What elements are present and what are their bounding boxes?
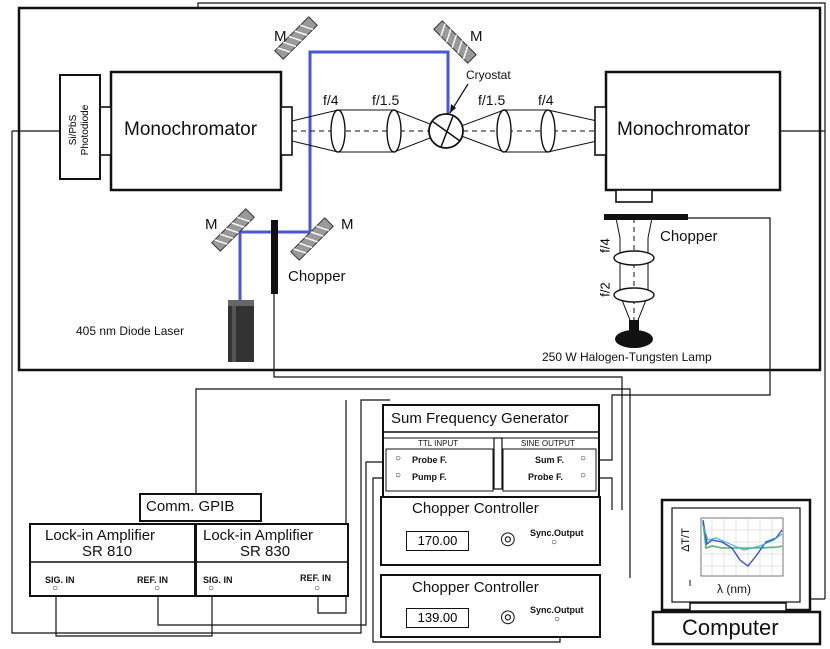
- mirror-label-top-left: M: [274, 28, 287, 45]
- mirrors: [211, 16, 477, 261]
- mirror-label-top-right: M: [470, 28, 483, 45]
- monochromator-left-slit-out: [99, 106, 112, 156]
- lenses: [330, 109, 655, 303]
- pump-f-input-jack: ○: [395, 470, 402, 481]
- lockin-830-sig-in-jack: ○: [208, 583, 215, 594]
- monochromator-left-slit: [280, 106, 293, 156]
- chopper-controller-2-title: Chopper Controller: [412, 579, 539, 596]
- screen-xlabel: λ (nm): [717, 582, 751, 596]
- photodiode-box: [59, 74, 101, 180]
- lockin-810-title-line1: Lock-in Amplifier: [45, 527, 156, 544]
- lens-label-f4-right: f/4: [538, 92, 554, 108]
- optical-table: [17, 6, 822, 372]
- monitor-stand: [689, 602, 787, 612]
- ttl-input-label: TTL INPUT: [418, 439, 459, 448]
- chopper-controller-2-sync-label: Sync.Output: [530, 605, 584, 615]
- diode-laser: [228, 300, 254, 362]
- lockin-830-title-line1: Lock-in Amplifier: [203, 527, 314, 544]
- computer-label: Computer: [682, 615, 779, 640]
- pump-f-input-label: Pump F.: [412, 472, 447, 482]
- cryostat-label: Cryostat: [466, 68, 511, 82]
- monochromator-right-box: [604, 70, 782, 192]
- chopper-controller-2-sync-jack: ○: [554, 614, 561, 625]
- lockin-810-ref-in-label: REF. IN: [137, 575, 169, 585]
- chopper-controller-1-sync-jack: ○: [551, 537, 558, 548]
- computer-base: [651, 610, 822, 646]
- sfg-title: Sum Frequency Generator: [391, 410, 569, 427]
- lamp-label: 250 W Halogen-Tungsten Lamp: [542, 350, 712, 364]
- lens-label-f2-vertical: f/2: [597, 282, 613, 297]
- lockin-830-sig-in-label: SIG. IN: [203, 575, 233, 585]
- chopper-controller-2-display: 139.00: [406, 608, 469, 628]
- lockin-830-ref-in-jack: ○: [314, 583, 321, 594]
- cryostat: [428, 83, 469, 149]
- photodiode-label: Si/PbS Photodiode: [68, 84, 92, 176]
- sum-f-output-label: Sum F.: [535, 455, 565, 465]
- photodiode-label-line1: Si/PbS: [68, 114, 79, 146]
- lens-label-f4-vertical: f/4: [597, 238, 613, 253]
- sine-output-label: SINE OUTPUT: [521, 439, 575, 448]
- laser-beam-path: [238, 50, 450, 300]
- lockin-830-ref-in-label: REF. IN: [300, 573, 332, 583]
- probe-f-input-label: Probe F.: [412, 455, 448, 465]
- chopper-controller-1-display: 170.00: [406, 531, 469, 551]
- mirror-label-bottom-right: M: [341, 216, 354, 233]
- chopper-left-label: Chopper: [288, 268, 346, 285]
- probe-f-output-jack: ○: [580, 470, 587, 481]
- lockin-810-ref-in-jack: ○: [154, 583, 161, 594]
- photodiode-label-line2: Photodiode: [80, 104, 91, 156]
- lockin-810-sig-in-label: SIG. IN: [45, 575, 75, 585]
- lens-label-f4-left: f/4: [323, 92, 339, 108]
- chopper-right: [604, 214, 688, 220]
- halogen-lamp: [615, 320, 653, 348]
- chopper-controller-2-knob: ◎: [500, 606, 516, 626]
- mirror-label-bottom-left: M: [205, 216, 218, 233]
- lockin-830-title-line2: SR 830: [240, 543, 291, 560]
- lens-label-f15-right: f/1.5: [478, 92, 506, 108]
- chopper-controller-1-sync-label: Sync.Output: [530, 528, 584, 538]
- monochromator-left-label: Monochromator: [124, 119, 258, 140]
- chopper-left: [271, 220, 278, 294]
- monochromator-right-label: Monochromator: [617, 119, 751, 140]
- lockin-830-box: [195, 523, 349, 597]
- chopper-controller-1-title: Chopper Controller: [412, 500, 539, 517]
- gpib-box: [139, 493, 262, 522]
- gpib-label: Comm. GPIB: [146, 498, 235, 515]
- monochromator-right-slit: [594, 106, 607, 156]
- monochromator-left-box: [109, 70, 283, 192]
- lockin-810-box: [29, 523, 196, 597]
- sum-f-output-jack: ○: [580, 453, 587, 464]
- diode-laser-label: 405 nm Diode Laser: [76, 324, 185, 338]
- lockin-810-sig-in-jack: ○: [52, 583, 59, 594]
- chopper-controller-1-knob: ◎: [500, 528, 516, 548]
- probe-f-input-jack: ○: [395, 453, 402, 464]
- probe-f-output-label: Probe F.: [528, 472, 564, 482]
- sfg-box: [382, 404, 600, 502]
- monochromator-right-port: [615, 189, 653, 203]
- lens-label-f15-left: f/1.5: [372, 92, 400, 108]
- chopper-right-label: Chopper: [660, 228, 718, 245]
- screen-ylabel: ΔT/T: [679, 528, 692, 552]
- screen-plot: [700, 517, 784, 577]
- lockin-810-title-line2: SR 810: [82, 543, 133, 560]
